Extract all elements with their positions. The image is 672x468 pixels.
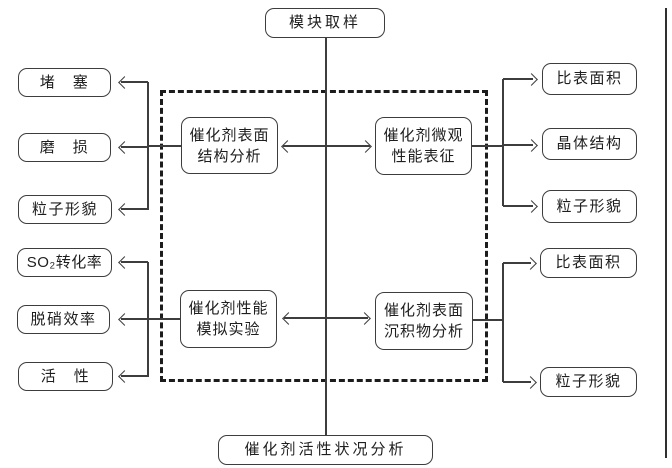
node-label: 催化剂表面 沉积物分析 [384, 300, 464, 342]
arrowhead-right-icon [525, 139, 538, 152]
connector-line [503, 144, 533, 146]
node-module-sampling: 模块取样 [265, 8, 385, 38]
connector-line [503, 78, 533, 80]
connector-line [472, 145, 503, 147]
node-surface-deposit-analysis: 催化剂表面 沉积物分析 [375, 292, 473, 350]
node-activity: 活 性 [18, 362, 113, 391]
connector-line [148, 145, 181, 147]
arrowhead-right-icon [524, 376, 537, 389]
connector-line [148, 318, 180, 320]
connector-line [121, 261, 148, 263]
node-label-line1: 催化剂表面 [383, 302, 464, 319]
node-label-line1: 催化剂性能 [188, 300, 269, 317]
node-particle-morphology-left: 粒子形貌 [18, 195, 112, 224]
node-particle-morphology-right-bottom: 粒子形貌 [540, 367, 637, 397]
node-label-line1: 催化剂表面 [189, 126, 270, 144]
arrowhead-left-icon [118, 141, 131, 154]
arrowhead-right-icon [525, 200, 538, 213]
main-flow-line [325, 38, 327, 435]
arrowhead-left-icon [118, 203, 131, 216]
connector-line [503, 205, 533, 207]
node-so2-conversion-rate: SO₂转化率 [17, 248, 112, 277]
arrowhead-left-icon [118, 76, 131, 89]
connector-line [503, 262, 531, 264]
node-label-line2: 结构分析 [197, 147, 262, 165]
node-catalyst-activity-analysis: 催化剂活性状况分析 [218, 435, 433, 465]
connector-line [502, 79, 504, 206]
connector-line [121, 318, 148, 320]
arrowhead-left-icon [118, 370, 131, 383]
arrowhead-left-icon [118, 256, 131, 269]
connector-line [121, 375, 148, 377]
node-label-line2: 沉积物分析 [383, 323, 464, 340]
dashed-analysis-frame [160, 90, 488, 382]
node-label: 催化剂微观 性能表征 [383, 125, 463, 167]
node-label: 催化剂表面 结构分析 [189, 125, 269, 167]
node-denox-efficiency: 脱硝效率 [17, 305, 110, 334]
connector-line [121, 81, 148, 83]
arrowhead-right-icon [525, 73, 538, 86]
connector-line [121, 146, 148, 148]
node-blockage: 堵 塞 [18, 68, 111, 97]
connector-line [284, 317, 368, 319]
node-label: 催化剂性能 模拟实验 [188, 298, 268, 340]
connector-line [473, 319, 503, 321]
connector-line [121, 208, 148, 210]
node-microscopic-performance-characterization: 催化剂微观 性能表征 [375, 117, 472, 175]
connector-line [502, 263, 504, 382]
node-label-line1: 催化剂微观 [383, 127, 464, 144]
node-particle-morphology-right-top: 粒子形貌 [542, 190, 637, 223]
connector-line [503, 381, 531, 383]
arrowhead-right-icon [524, 257, 537, 270]
node-label-line2: 模拟实验 [196, 321, 261, 338]
node-label-line2: 性能表征 [391, 148, 456, 165]
node-surface-structure-analysis: 催化剂表面 结构分析 [181, 117, 278, 174]
connector-line [147, 262, 149, 377]
node-performance-simulation-experiment: 催化剂性能 模拟实验 [180, 290, 277, 348]
node-wear: 磨 损 [18, 133, 111, 162]
connector-line [283, 145, 370, 147]
right-border-line [665, 8, 667, 458]
node-specific-surface-area-top: 比表面积 [542, 63, 637, 95]
arrowhead-left-icon [118, 313, 131, 326]
node-specific-surface-area-bottom: 比表面积 [540, 248, 637, 278]
node-crystal-structure: 晶体结构 [542, 128, 637, 160]
